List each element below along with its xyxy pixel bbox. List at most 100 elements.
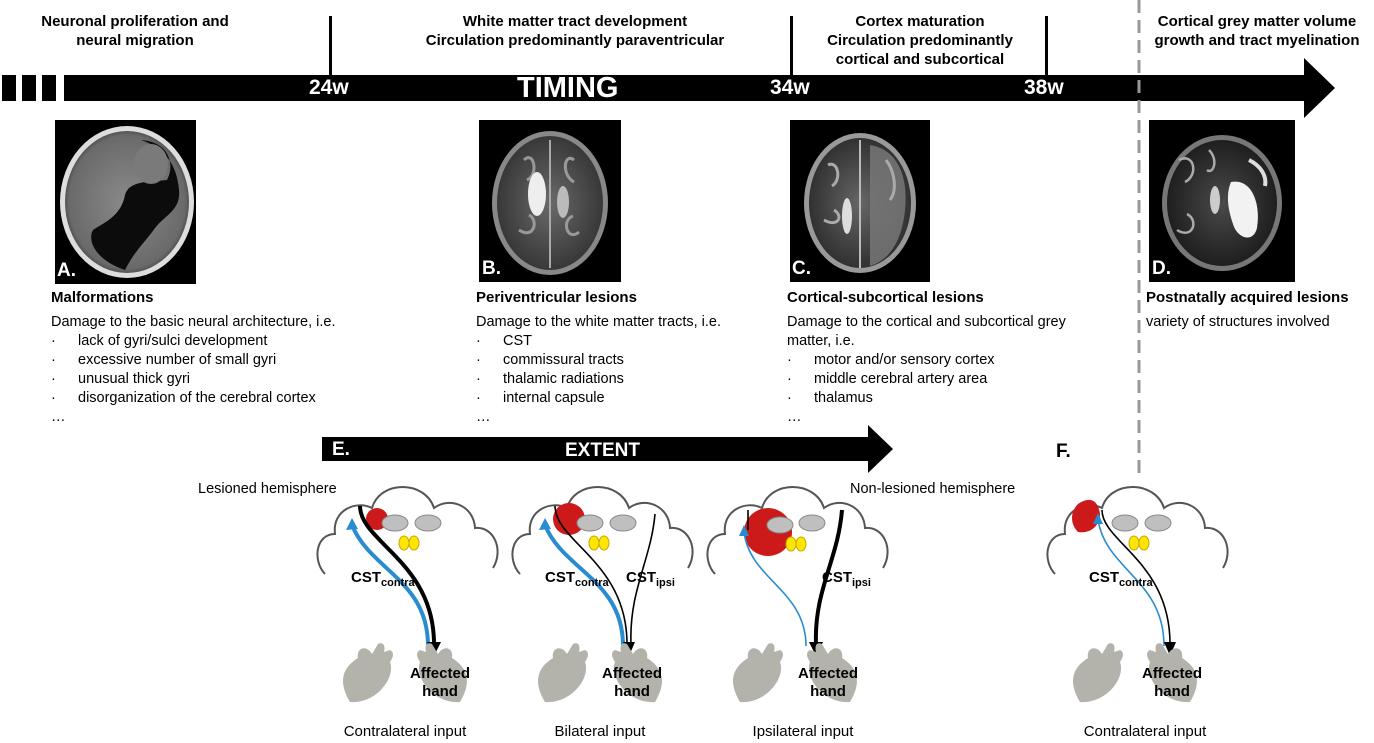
hand-icon bbox=[807, 643, 857, 703]
panel-text-cortical-subcortical: Damage to the cortical and subcortical g… bbox=[787, 313, 1107, 427]
ipsi-tract bbox=[630, 513, 656, 645]
cst-ipsi-label: CSTipsi bbox=[626, 569, 675, 589]
cst-contra-label: CSTcontra bbox=[351, 569, 415, 589]
brain-outline bbox=[706, 486, 889, 575]
thalamus bbox=[598, 535, 610, 551]
caption-ipsilateral: Ipsilateral input bbox=[752, 723, 854, 740]
lesioned-hemisphere-label: Lesioned hemisphere bbox=[198, 481, 337, 497]
ipsi-tract bbox=[1101, 509, 1171, 645]
list-item: motor and/or sensory cortex bbox=[787, 351, 1107, 370]
panel-intro: Damage to the cortical and subcortical g… bbox=[787, 314, 1066, 349]
thalamus bbox=[398, 535, 410, 551]
extent-title: EXTENT bbox=[565, 440, 640, 461]
cst-base: CST bbox=[822, 569, 852, 586]
basal-ganglia bbox=[798, 514, 826, 532]
panel-title-periventricular: Periventricular lesions bbox=[476, 289, 637, 306]
cst-base: CST bbox=[1089, 569, 1119, 586]
list-item: disorganization of the cerebral cortex bbox=[51, 389, 381, 408]
thalamus bbox=[1138, 535, 1150, 551]
cst-subscript: contra bbox=[381, 577, 415, 589]
contra-tract bbox=[743, 531, 807, 647]
lesion bbox=[553, 503, 585, 535]
panel-text-periventricular: Damage to the white matter tracts, i.e. … bbox=[476, 313, 776, 427]
basal-ganglia bbox=[381, 514, 409, 532]
panel-intro: variety of structures involved bbox=[1146, 314, 1330, 330]
hand-icon bbox=[1073, 643, 1123, 703]
birth-divider bbox=[1137, 0, 1141, 478]
panel-f-letter: F. bbox=[1056, 441, 1071, 462]
cst-base: CST bbox=[545, 569, 575, 586]
scan-image-c bbox=[790, 120, 930, 282]
timeline-dash bbox=[22, 75, 36, 101]
tick-38w bbox=[1045, 16, 1048, 76]
cst-ipsi-label: CSTipsi bbox=[822, 569, 871, 589]
lesion bbox=[1072, 499, 1100, 533]
timeline-38w: 38w bbox=[1024, 76, 1064, 99]
stage-label-proliferation: Neuronal proliferation and neural migrat… bbox=[41, 13, 229, 49]
list-item: middle cerebral artery area bbox=[787, 370, 1107, 389]
cst-subscript: ipsi bbox=[852, 577, 871, 589]
scan-letter-b: B. bbox=[482, 258, 501, 279]
stage-label-white-matter: White matter tract development Circulati… bbox=[425, 13, 725, 49]
thalamus bbox=[795, 536, 807, 552]
list-item: thalamic radiations bbox=[476, 370, 776, 389]
stage-label-cortex-maturation: Cortex maturation Circulation predominan… bbox=[827, 13, 1013, 68]
affected-hand-label: Affected hand bbox=[601, 665, 662, 700]
list-item: excessive number of small gyri bbox=[51, 351, 381, 370]
timeline-arrow-body bbox=[64, 58, 1335, 118]
list-item: thalamus bbox=[787, 389, 1107, 408]
panel-title-cortical-subcortical: Cortical-subcortical lesions bbox=[787, 289, 984, 306]
thalamus bbox=[1128, 535, 1140, 551]
panel-ellipsis: … bbox=[476, 409, 491, 425]
affected-hand-label: Affected hand bbox=[1141, 665, 1202, 700]
hand-icon bbox=[417, 643, 467, 703]
scan-letter-a: A. bbox=[57, 260, 76, 281]
thalamus bbox=[408, 535, 420, 551]
ipsi-tract bbox=[554, 505, 628, 645]
basal-ganglia bbox=[1144, 514, 1172, 532]
caption-contralateral: Contralateral input bbox=[343, 723, 467, 740]
panel-intro: Damage to the white matter tracts, i.e. bbox=[476, 314, 721, 330]
affected-hand-label: Affected hand bbox=[797, 665, 858, 700]
diagram-bilateral bbox=[511, 486, 694, 703]
panel-ellipsis: … bbox=[787, 409, 802, 425]
contra-tract bbox=[543, 524, 625, 647]
timeline-arrow bbox=[0, 56, 1374, 120]
panel-text-malformations: Damage to the basic neural architecture,… bbox=[51, 313, 381, 427]
cst-contra-label: CSTcontra bbox=[545, 569, 609, 589]
panel-ellipsis: … bbox=[51, 409, 66, 425]
basal-ganglia bbox=[609, 514, 637, 532]
basal-ganglia bbox=[766, 516, 794, 534]
list-item: lack of gyri/sulci development bbox=[51, 332, 381, 351]
scan-image-d bbox=[1149, 120, 1295, 282]
list-item: CST bbox=[476, 332, 776, 351]
timeline-24w: 24w bbox=[309, 76, 349, 99]
diagram-postnatal bbox=[1046, 486, 1229, 703]
cst-base: CST bbox=[351, 569, 381, 586]
extent-arrow bbox=[322, 424, 894, 474]
brain-outline bbox=[316, 486, 499, 575]
tick-34w bbox=[790, 16, 793, 76]
hand-icon bbox=[1147, 643, 1197, 703]
hand-icon bbox=[538, 643, 588, 703]
extent-letter: E. bbox=[332, 439, 350, 460]
cst-base: CST bbox=[626, 569, 656, 586]
basal-ganglia bbox=[414, 514, 442, 532]
timeline-title: TIMING bbox=[517, 72, 619, 104]
tick-24w bbox=[329, 16, 332, 76]
panel-intro: Damage to the basic neural architecture,… bbox=[51, 314, 336, 330]
timeline-34w: 34w bbox=[770, 76, 810, 99]
contra-tract bbox=[1097, 519, 1165, 647]
basal-ganglia bbox=[576, 514, 604, 532]
list-item: unusual thick gyri bbox=[51, 370, 381, 389]
cst-subscript: ipsi bbox=[656, 577, 675, 589]
scan-letter-c: C. bbox=[792, 258, 811, 279]
affected-hand-label: Affected hand bbox=[409, 665, 470, 700]
cst-contra-label: CSTcontra bbox=[1089, 569, 1153, 589]
hand-icon bbox=[733, 643, 783, 703]
basal-ganglia bbox=[1111, 514, 1139, 532]
timeline-dash bbox=[42, 75, 56, 101]
hand-icon bbox=[612, 643, 662, 703]
caption-postnatal-contralateral: Contralateral input bbox=[1083, 723, 1207, 740]
cst-subscript: contra bbox=[1119, 577, 1153, 589]
